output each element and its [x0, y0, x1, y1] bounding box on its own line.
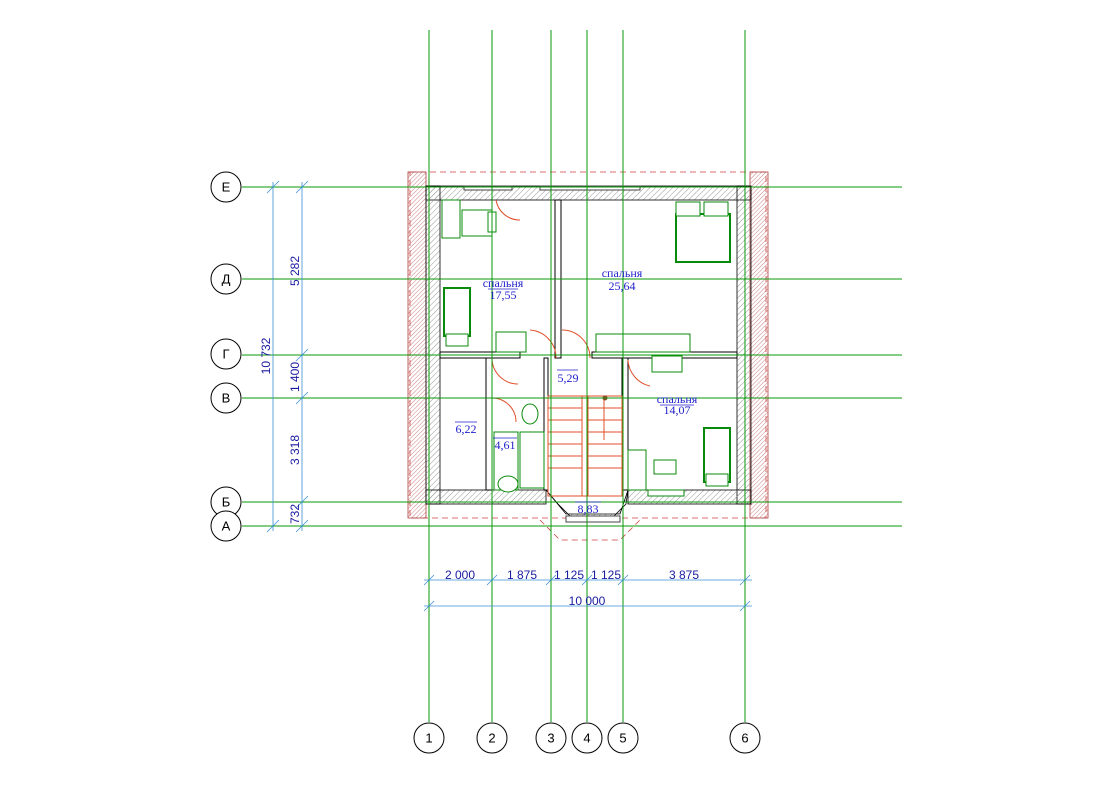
bed-single	[703, 427, 731, 483]
roof-edge-left	[407, 171, 427, 519]
svg-text:25,64: 25,64	[609, 279, 636, 293]
door-swing	[627, 359, 651, 387]
table	[651, 355, 683, 373]
svg-text:17,55: 17,55	[490, 288, 517, 302]
axis-marker-column: 2	[476, 722, 508, 754]
room-label: спальня 17,55	[483, 276, 524, 302]
pillow	[703, 201, 729, 217]
svg-text:5,29: 5,29	[558, 371, 579, 385]
svg-text:8,83: 8,83	[578, 502, 599, 516]
axis-marker-row: А	[210, 510, 242, 542]
svg-text:3: 3	[547, 730, 554, 745]
room-label: 6,22	[455, 421, 477, 436]
pillow	[445, 333, 469, 347]
door-swing	[529, 329, 557, 359]
svg-text:14,07: 14,07	[664, 403, 691, 417]
table	[495, 331, 527, 353]
door-swing	[491, 357, 519, 385]
room-label: 5,29	[557, 369, 579, 385]
roof-edge-right	[749, 171, 769, 519]
exterior-walls	[425, 185, 752, 523]
door-swing	[561, 329, 591, 359]
staircase	[547, 395, 623, 497]
dim-segment: 1 125	[591, 568, 621, 582]
sofa	[595, 333, 691, 353]
toilet-icon	[521, 403, 539, 425]
axis-marker-column: 3	[535, 722, 567, 754]
svg-text:4: 4	[583, 730, 590, 745]
door-swing	[491, 397, 517, 423]
window	[565, 515, 621, 523]
grid-lines-vertical	[428, 30, 746, 722]
dim-segment: 732	[288, 504, 302, 524]
dim-segment: 3 318	[288, 435, 302, 465]
dim-segment: 1 125	[554, 568, 584, 582]
shower	[519, 431, 545, 489]
room-labels: спальня 17,55 спальня 25,64 5,29 спальня…	[455, 266, 698, 516]
svg-text:спальня: спальня	[483, 276, 524, 290]
roof-outline	[407, 171, 769, 541]
svg-text:1: 1	[425, 730, 432, 745]
horizontal-dimensions: 2 000 1 875 1 125 1 125 3 875 10 000	[423, 568, 752, 612]
dim-segment: 5 282	[288, 256, 302, 286]
axis-marker-row: Г	[210, 338, 242, 370]
axis-marker-column: 1	[413, 722, 445, 754]
dim-total-horizontal: 10 000	[569, 594, 606, 608]
room-label: спальня 25,64	[602, 266, 643, 293]
dim-segment: 2 000	[445, 568, 475, 582]
svg-text:Б: Б	[222, 494, 231, 509]
svg-text:2: 2	[488, 730, 495, 745]
window	[539, 185, 641, 191]
grid-lines-horizontal	[242, 186, 902, 527]
axis-marker-column: 4	[571, 722, 603, 754]
dim-segment: 3 875	[669, 568, 699, 582]
axis-marker-column: 6	[729, 722, 761, 754]
column-axis-markers: 1 2 3 4 5 6	[413, 722, 761, 754]
pillow	[705, 473, 729, 487]
axis-marker-row: В	[210, 382, 242, 414]
svg-text:4,61: 4,61	[495, 438, 516, 452]
room-label: спальня 14,07	[657, 392, 698, 417]
bed-double	[675, 213, 731, 263]
room-label: 8,83	[575, 501, 601, 516]
axis-marker-row: Е	[210, 171, 242, 203]
row-axis-markers: Е Д Г В Б А	[210, 171, 242, 542]
svg-text:В: В	[222, 390, 231, 405]
dim-total-vertical: 10 732	[259, 337, 273, 374]
svg-text:6: 6	[741, 730, 748, 745]
wardrobe	[441, 199, 461, 239]
vertical-dimensions: 10 732 5 282 1 400 3 318 732	[259, 180, 309, 533]
svg-text:Д: Д	[222, 271, 231, 286]
table	[647, 489, 685, 497]
wardrobe	[627, 449, 647, 491]
svg-text:6,22: 6,22	[456, 422, 477, 436]
pillow	[675, 201, 701, 217]
dim-segment: 1 400	[288, 362, 302, 392]
furniture	[441, 199, 731, 497]
svg-text:спальня: спальня	[657, 392, 698, 406]
sink-icon	[497, 475, 519, 493]
svg-text:спальня: спальня	[602, 266, 643, 280]
axis-marker-row: Д	[210, 263, 242, 295]
svg-text:Г: Г	[222, 346, 229, 361]
svg-text:5: 5	[619, 730, 626, 745]
door-swing	[495, 199, 521, 221]
bed-single	[443, 287, 471, 337]
room-label: 4,61	[493, 437, 517, 452]
svg-text:А: А	[222, 518, 231, 533]
axis-marker-column: 5	[607, 722, 639, 754]
svg-text:Е: Е	[222, 179, 231, 194]
window	[463, 185, 513, 191]
dim-segment: 1 875	[507, 568, 537, 582]
desk	[653, 459, 677, 475]
